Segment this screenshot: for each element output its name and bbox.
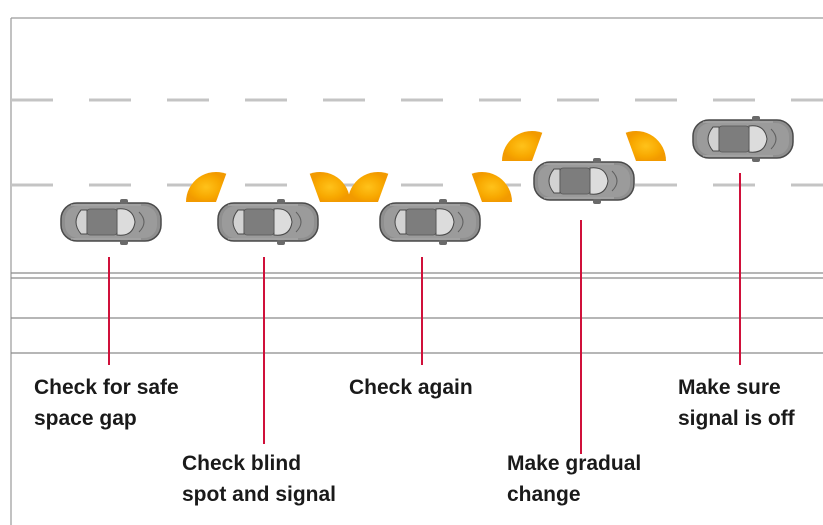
step-3-label-line: Check again: [349, 376, 473, 399]
step-1-car-icon: [60, 198, 162, 246]
step-4-rear-blind-spot: [502, 130, 543, 161]
step-5-car-icon: [692, 115, 794, 163]
step-2-label-line: Check blind: [182, 452, 302, 475]
step-3-car-icon: [379, 198, 481, 246]
step-5-label: Make sure signal is off: [678, 372, 795, 434]
step-2-car-icon: [217, 198, 319, 246]
step-1-label: Check for safe space gap: [34, 372, 179, 434]
step-3-front-blind-spot: [471, 171, 513, 202]
step-4-label: Make gradual change: [507, 448, 641, 510]
step-3-label: Check again: [349, 372, 473, 403]
step-4-car-icon: [533, 157, 635, 205]
step-4-label-line: Make gradual: [507, 452, 642, 475]
step-5-label-line: Make sure: [678, 376, 781, 399]
step-2-front-blind-spot: [309, 171, 350, 202]
step-4-front-blind-spot: [625, 130, 666, 161]
step-2-label-line: spot and signal: [182, 483, 337, 506]
step-4-label-line: change: [507, 483, 581, 506]
step-3-rear-blind-spot: [348, 171, 389, 202]
step-2-label: Check blind spot and signal: [182, 448, 336, 510]
step-1-label-line: Check for safe: [34, 376, 179, 399]
step-5-label-line: signal is off: [678, 407, 795, 430]
step-1-label-line: space gap: [34, 407, 137, 430]
step-2-rear-blind-spot: [185, 171, 227, 202]
